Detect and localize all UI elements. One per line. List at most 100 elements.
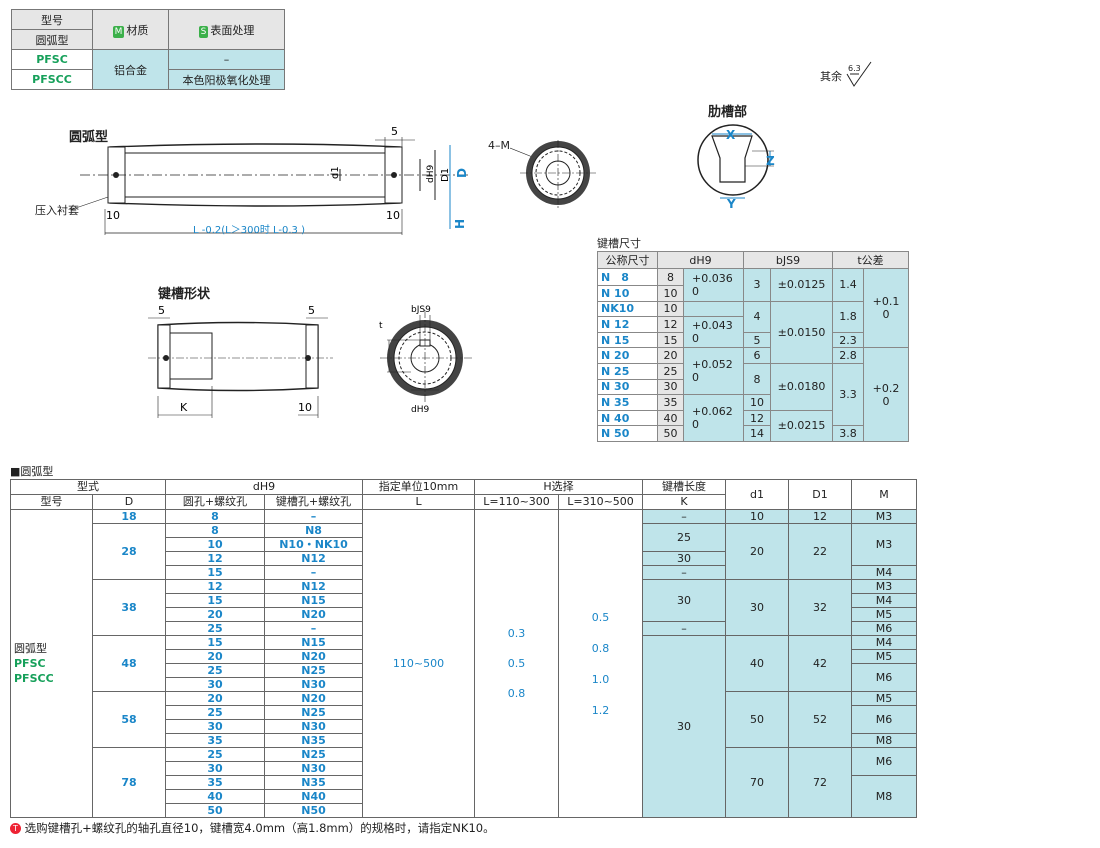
M-cell: M6 [851, 705, 918, 734]
key-end-view: bJS9 t dH9 [379, 305, 473, 415]
ks-dtol: +0.062 [692, 405, 733, 419]
round-hole-cell: 50 [165, 803, 265, 818]
mh-round: 圆孔+螺纹孔 [165, 494, 265, 510]
K-cell: 30 [642, 551, 727, 566]
keyway-cell: N12 [263, 551, 364, 566]
M-cell: M3 [851, 523, 918, 566]
m-badge: M [112, 25, 125, 38]
L-range-cell: 110~500 [362, 509, 476, 818]
s-badge: S [198, 25, 209, 38]
ks-b: 6 [743, 347, 772, 364]
M-cell: M6 [851, 747, 918, 776]
round-hole-cell: 25 [165, 663, 265, 678]
h1-value: 0.5 [507, 656, 526, 670]
keyway-cell: N12 [263, 579, 364, 594]
arc-end-view [510, 140, 596, 208]
arc-dh9: dH9 [426, 165, 436, 183]
ks-d: 8 [657, 268, 684, 286]
rib-y-label: Y [726, 197, 736, 211]
ks-t: 2.8 [832, 347, 865, 364]
arc-diagram: 10 10 5 d1 dH9 D1 D H [69, 125, 470, 235]
ks-label: N 10 [597, 285, 658, 302]
mh-d: dH9 [164, 479, 364, 495]
footnote-mark: T [10, 823, 21, 834]
h1-value: 0.8 [507, 686, 526, 700]
D-cell: 28 [92, 523, 166, 580]
ks-ttol: 0 [882, 394, 890, 408]
ks-dtol: 0 [692, 284, 699, 298]
ks-d: 25 [657, 362, 684, 380]
keyway-cell: N10・NK10 [263, 537, 364, 552]
roughness-symbol [846, 61, 872, 87]
arc-title: 圆弧型 [69, 130, 109, 145]
keyway-cell: – [263, 509, 364, 524]
roughness-label: 其余 [820, 70, 842, 83]
M-cell: M4 [851, 635, 918, 650]
key-K: K [180, 401, 188, 414]
ks-d: 12 [657, 316, 684, 333]
key-dh9: dH9 [411, 405, 429, 415]
mh-d1: d1 [725, 479, 790, 510]
M-cell: M6 [851, 663, 918, 692]
ks-label: N 12 [597, 316, 658, 333]
round-hole-cell: 15 [165, 635, 265, 650]
mh-L2: L=310~500 [558, 494, 644, 510]
D-cell: 38 [92, 579, 166, 636]
D-cell: 18 [92, 509, 166, 524]
keyway-cell: N25 [263, 663, 364, 678]
ks-t: 2.3 [832, 331, 865, 349]
h2-value: 0.8 [591, 641, 610, 655]
ks-dtol: +0.052 [692, 358, 733, 372]
ks-d: 30 [657, 378, 684, 396]
ks-ttol: +0.1 [872, 295, 900, 309]
keyway-cell: N15 [263, 593, 364, 608]
round-hole-cell: 25 [165, 705, 265, 720]
round-hole-cell: 20 [165, 607, 265, 622]
D-cell: 78 [92, 747, 166, 818]
main-table: 型式 dH9 指定单位10mm H选择 键槽长度 d1 D1 M 型号 D 圆孔… [10, 479, 918, 818]
d1-cell: 10 [725, 509, 790, 524]
M-cell: M8 [851, 733, 918, 748]
ks-b: 14 [743, 425, 772, 442]
arc-H: H [453, 219, 467, 229]
d1-cell: 50 [725, 691, 790, 748]
mat-pfsc: PFSC [11, 49, 93, 70]
d1-cell: 30 [725, 579, 790, 636]
mat-h-arc: 圆弧型 [11, 29, 93, 50]
D1-cell: 32 [788, 579, 853, 636]
mh-hsel: H选择 [474, 479, 644, 495]
round-hole-cell: 30 [165, 677, 265, 692]
d1-cell: 70 [725, 747, 790, 818]
keyway-cell: N20 [263, 691, 364, 706]
rib-title: 肋槽部 [708, 105, 748, 120]
arc-D1: D1 [440, 168, 451, 182]
ks-dtol: 0 [692, 332, 699, 346]
ks-label: NK10 [597, 300, 658, 318]
M-cell: M6 [851, 621, 918, 636]
key-dim-10: 10 [298, 401, 312, 414]
keyway-cell: N25 [263, 705, 364, 720]
K-cell: – [642, 565, 727, 580]
K-cell: – [642, 621, 727, 636]
mh-unit: 指定单位10mm [362, 479, 476, 495]
type-line: 圆弧型 [14, 642, 47, 655]
round-hole-cell: 25 [165, 621, 265, 636]
D1-cell: 42 [788, 635, 853, 692]
keyway-cell: N15 [263, 635, 364, 650]
type-line: PFSCC [14, 672, 54, 685]
ks-dtol: 0 [692, 371, 699, 385]
ks-btol: ±0.0180 [770, 362, 834, 411]
M-cell: M4 [851, 565, 918, 580]
arc-press-label: 压入衬套 [35, 204, 79, 217]
keyway-cell: N35 [263, 733, 364, 748]
keyway-cell: N20 [263, 649, 364, 664]
round-hole-cell: 30 [165, 761, 265, 776]
ks-d: 40 [657, 409, 684, 427]
round-hole-cell: 35 [165, 775, 265, 790]
rib-z-label: Z [766, 154, 775, 168]
mh-D: D [92, 494, 166, 510]
footnote-text: 选购键槽孔+螺纹孔的轴孔直径10，键槽宽4.0mm（高1.8mm）的规格时，请指… [24, 821, 495, 835]
ks-label: N 8 [597, 268, 658, 286]
round-hole-cell: 20 [165, 649, 265, 664]
